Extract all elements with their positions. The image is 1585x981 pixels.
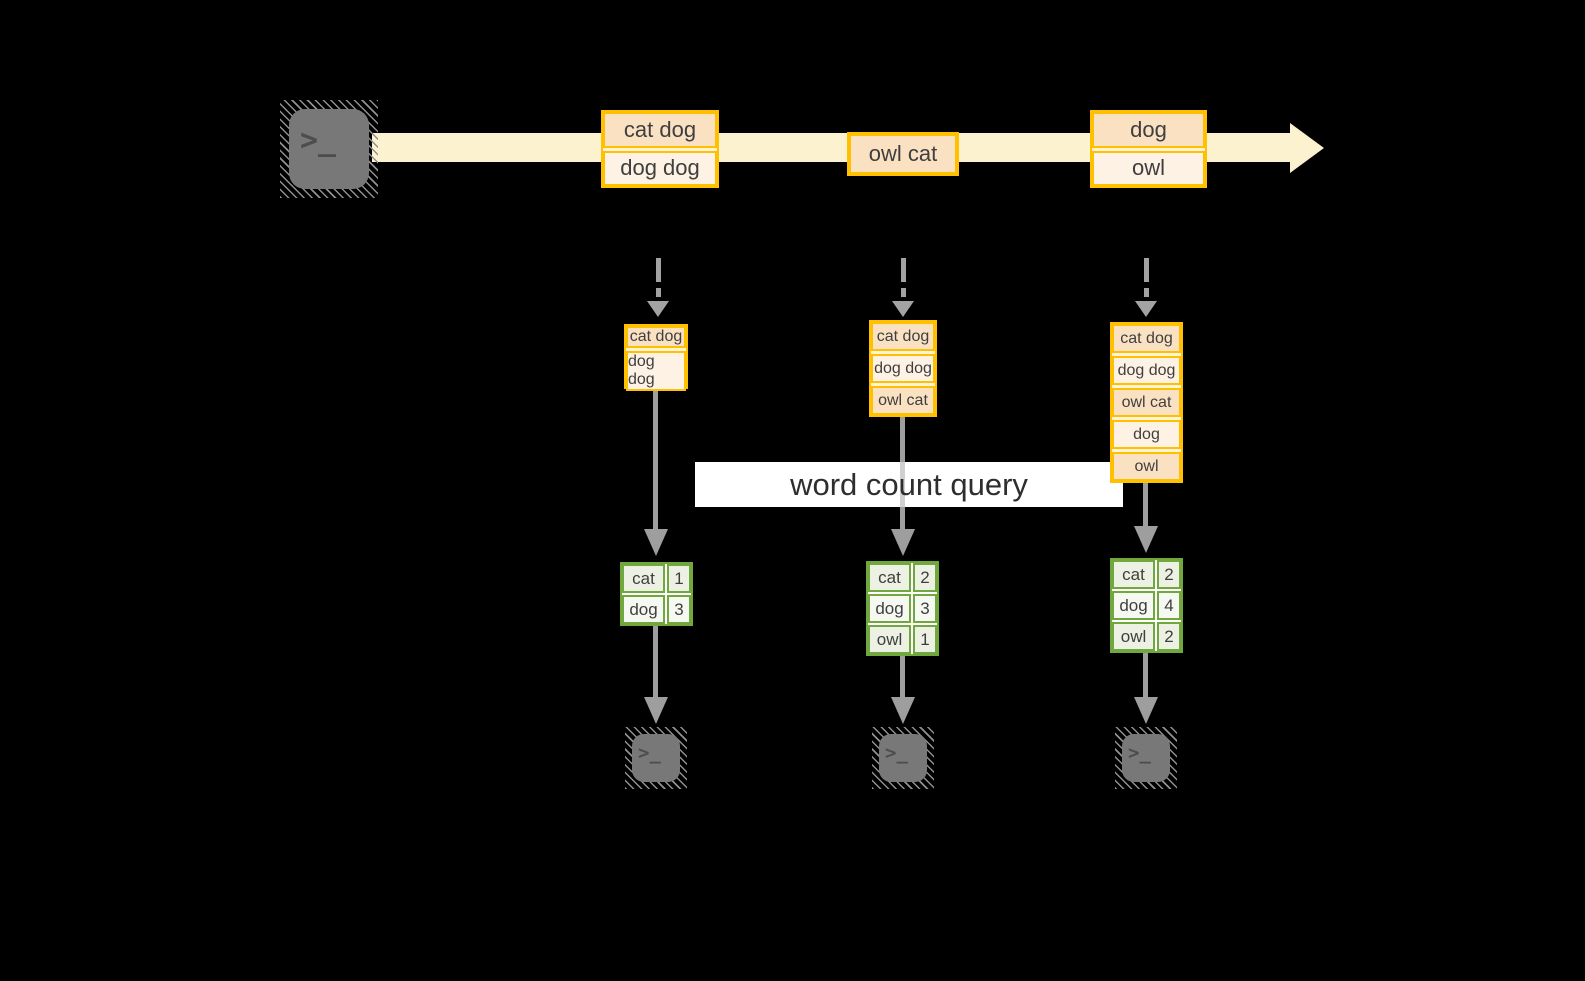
query-label-box: word count query: [695, 462, 1123, 507]
source-terminal-icon: >_: [280, 100, 378, 198]
count-cell: 2: [1157, 560, 1181, 589]
batch-line: dog dog: [603, 150, 717, 186]
output-arrow-2: [900, 656, 905, 697]
word-cell: cat: [622, 564, 665, 593]
count-cell: 1: [667, 564, 691, 593]
sink-terminal-icon-2: >_: [872, 727, 934, 789]
trigger-arrow-2: [891, 258, 915, 317]
query-arrow-3: [1143, 483, 1148, 526]
input-table-1: cat dog dog dog: [624, 324, 688, 391]
trigger-arrow-3: [1134, 258, 1158, 317]
count-cell: 1: [913, 625, 937, 654]
input-row: dog dog: [871, 354, 935, 383]
result-table-3: cat 2 dog 4 owl 2: [1110, 558, 1183, 653]
count-cell: 3: [667, 595, 691, 624]
terminal-icon-body: [1122, 734, 1170, 782]
input-row: owl cat: [1112, 388, 1181, 417]
count-cell: 3: [913, 594, 937, 623]
input-row: cat dog: [871, 322, 935, 351]
arrow-down-icon: [891, 697, 915, 724]
batch-line: owl: [1092, 150, 1205, 186]
terminal-icon-body: [289, 109, 369, 189]
count-cell: 2: [913, 563, 937, 592]
input-row: cat dog: [1112, 324, 1181, 353]
output-arrow-3: [1143, 653, 1148, 697]
word-cell: cat: [868, 563, 911, 592]
terminal-prompt-glyph: >_: [885, 742, 908, 764]
arrow-down-icon: [647, 301, 669, 317]
word-cell: cat: [1112, 560, 1155, 589]
input-row: dog dog: [1112, 356, 1181, 385]
batch-line: dog: [1092, 112, 1205, 148]
input-row: cat dog: [626, 326, 686, 348]
stream-timeline-arrow-head: [1290, 123, 1324, 173]
count-cell: 2: [1157, 622, 1181, 651]
query-arrow-1: [653, 389, 658, 529]
terminal-icon-body: [879, 734, 927, 782]
batch-line: cat dog: [603, 112, 717, 148]
arrow-down-icon: [892, 301, 914, 317]
sink-terminal-icon-1: >_: [625, 727, 687, 789]
output-arrow-1: [653, 626, 658, 697]
arrow-down-icon: [644, 529, 668, 556]
input-table-2: cat dog dog dog owl cat: [869, 320, 937, 417]
sink-terminal-icon-3: >_: [1115, 727, 1177, 789]
input-row: owl: [1112, 452, 1181, 481]
arrow-down-icon: [1134, 526, 1158, 553]
terminal-prompt-glyph: >_: [638, 742, 661, 764]
trigger-arrow-1: [646, 258, 670, 317]
terminal-icon-body: [632, 734, 680, 782]
arrow-down-icon: [891, 529, 915, 556]
word-cell: owl: [868, 625, 911, 654]
terminal-prompt-glyph: >_: [300, 123, 337, 158]
query-arrow-through-label: [900, 462, 905, 507]
input-row: dog: [1112, 420, 1181, 449]
arrow-down-icon: [1135, 301, 1157, 317]
arrow-down-icon: [1134, 697, 1158, 724]
word-cell: owl: [1112, 622, 1155, 651]
timeline-batch-2: owl cat: [847, 132, 959, 176]
timeline-batch-1: cat dog dog dog: [601, 110, 719, 188]
result-table-1: cat 1 dog 3: [620, 562, 693, 626]
batch-line: owl cat: [849, 134, 957, 174]
result-table-2: cat 2 dog 3 owl 1: [866, 561, 939, 656]
word-cell: dog: [868, 594, 911, 623]
terminal-prompt-glyph: >_: [1128, 742, 1151, 764]
input-row: dog dog: [626, 351, 686, 391]
query-label: word count query: [790, 466, 1028, 502]
input-table-3: cat dog dog dog owl cat dog owl: [1110, 322, 1183, 483]
word-cell: dog: [622, 595, 665, 624]
count-cell: 4: [1157, 591, 1181, 620]
arrow-down-icon: [644, 697, 668, 724]
word-cell: dog: [1112, 591, 1155, 620]
timeline-batch-3: dog owl: [1090, 110, 1207, 188]
input-row: owl cat: [871, 386, 935, 415]
